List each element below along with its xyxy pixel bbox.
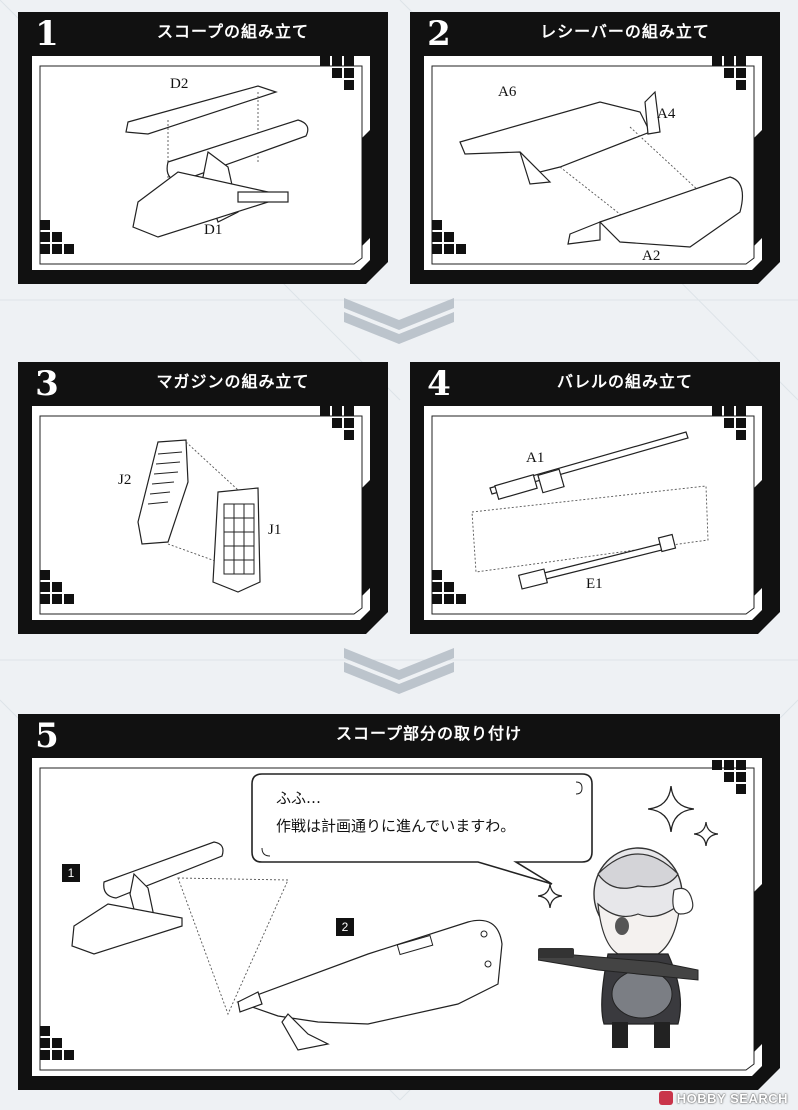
- step-2-panel: 2 レシーバーの組み立て A6 A4 A2: [410, 12, 780, 284]
- hobby-search-logo-icon: [658, 1091, 673, 1105]
- barrel-parts-drawing: [471, 431, 709, 590]
- magazine-parts-drawing: [137, 439, 261, 593]
- alignment-guide: [177, 877, 289, 1016]
- part-label: D2: [170, 76, 189, 92]
- subassembly-badge: 2: [336, 918, 354, 936]
- step-title: スコープ部分の取り付け: [335, 724, 523, 743]
- part-label: A1: [526, 450, 545, 466]
- checker-corner-icon: [432, 570, 466, 604]
- checker-corner-icon: [40, 570, 74, 604]
- part-label: J1: [268, 522, 282, 538]
- part-label: E1: [586, 576, 603, 592]
- checker-corner-icon: [712, 406, 746, 440]
- step-title: レシーバーの組み立て: [540, 22, 710, 41]
- sparkle-icon: [648, 786, 694, 832]
- sparkle-icon: [538, 884, 562, 908]
- chevron-down-icon: [344, 648, 454, 694]
- step-number: 2: [410, 12, 468, 56]
- part-label: A2: [642, 248, 661, 264]
- part-label: D1: [204, 222, 223, 238]
- step-1-panel: 1 スコープの組み立て D2 D1: [18, 12, 388, 284]
- step-3-panel: 3 マガジンの組み立て J2 J1: [18, 362, 388, 634]
- scope-parts-drawing: [125, 85, 309, 238]
- checker-corner-icon: [40, 220, 74, 254]
- speech-line-1: ふふ…: [276, 789, 322, 807]
- scope-assembly-drawing: [71, 841, 224, 955]
- checker-corner-icon: [712, 760, 746, 794]
- checker-corner-icon: [320, 56, 354, 90]
- step-number: 3: [18, 362, 76, 406]
- watermark-text: HOBBY SEARCH: [676, 1091, 788, 1106]
- chevron-down-icon: [344, 298, 454, 344]
- step-4-panel: 4 バレルの組み立て A1 E1: [410, 362, 780, 634]
- step-title: マガジンの組み立て: [156, 372, 310, 391]
- step-title: バレルの組み立て: [556, 372, 693, 391]
- step-5-panel: 5 スコープ部分の取り付け ふふ… 作戦は計画通りに進んでいますわ。 1 2: [18, 714, 780, 1090]
- checker-corner-icon: [40, 1026, 74, 1060]
- step-number: 5: [18, 714, 76, 758]
- checker-corner-icon: [432, 220, 466, 254]
- step-number: 4: [410, 362, 468, 406]
- subassembly-badge: 1: [62, 864, 80, 882]
- receiver-parts-drawing: [459, 90, 743, 248]
- step-title: スコープの組み立て: [156, 22, 310, 41]
- speech-bubble: [251, 773, 593, 885]
- part-label: A4: [657, 106, 676, 122]
- part-label: J2: [118, 472, 132, 488]
- sparkle-icon: [694, 822, 718, 846]
- speech-line-2: 作戦は計画通りに進んでいますわ。: [276, 817, 516, 835]
- watermark: HOBBY SEARCH: [658, 1091, 788, 1106]
- step-number: 1: [18, 12, 76, 56]
- part-label: A6: [498, 84, 517, 100]
- checker-corner-icon: [712, 56, 746, 90]
- checker-corner-icon: [320, 406, 354, 440]
- character-illustration: [538, 847, 699, 1048]
- receiver-assembly-drawing: [236, 919, 503, 1051]
